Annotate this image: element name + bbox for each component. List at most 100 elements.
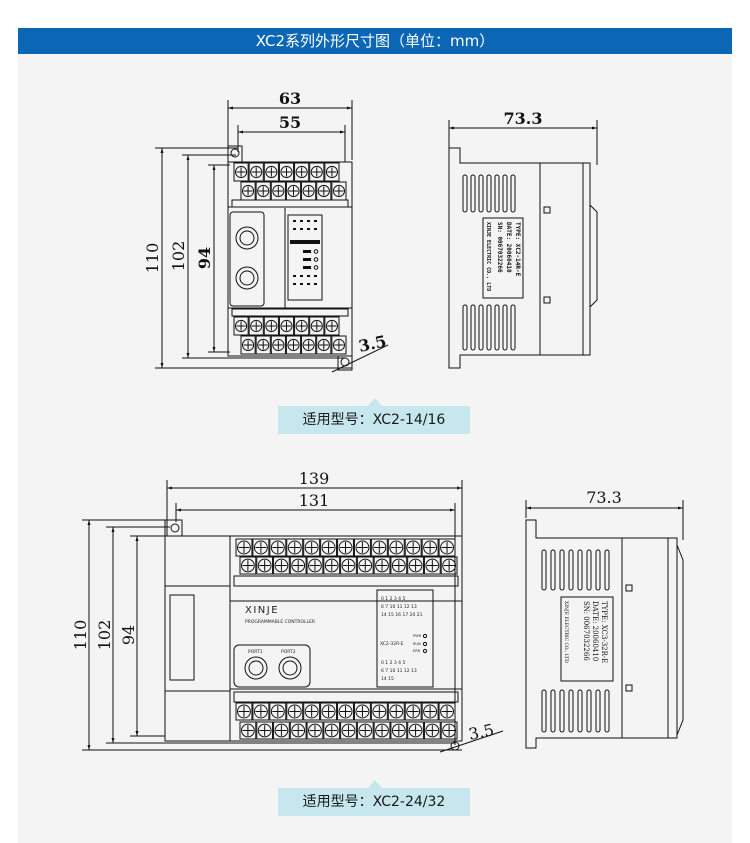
screw-icon [242, 184, 255, 198]
screw-icon [287, 338, 300, 352]
led-panel [287, 214, 323, 301]
vent-slot [502, 304, 508, 351]
terminal-screw [252, 538, 270, 557]
terminal-screw [256, 556, 274, 575]
dim-height-mount: 102 [169, 241, 188, 272]
model-code: XC2-32R-E [380, 641, 404, 647]
screw-icon [355, 704, 370, 719]
terminal-screw [356, 556, 374, 575]
terminal-screw [263, 316, 279, 336]
vent-slot [470, 304, 476, 351]
screw-icon [325, 319, 338, 333]
mounting-hole [230, 148, 240, 158]
vent-slot [577, 689, 583, 733]
vent-slot [478, 174, 484, 213]
vent-slot [559, 549, 565, 591]
led-pwr: PWR [413, 634, 422, 638]
output-led-digits: 6 7 10 11 12 13 [381, 668, 417, 674]
screw-icon [332, 184, 345, 198]
screw-icon [235, 319, 248, 333]
screw-icon [302, 338, 315, 352]
screw-icon [257, 558, 272, 573]
screw-icon [355, 540, 370, 555]
screw-icon [358, 558, 373, 573]
screw-icon [391, 558, 406, 573]
screw-icon [291, 723, 306, 738]
model-code-mark [290, 240, 320, 244]
led-run: RUN [413, 642, 421, 646]
screw-icon [391, 723, 406, 738]
dim-height-body: 94 [119, 625, 138, 645]
screw-icon [237, 704, 251, 719]
led-indicator [293, 228, 296, 230]
nameplate-sn: SN: 0067032266 [582, 601, 590, 661]
screw-icon [304, 540, 319, 555]
screw-icon [442, 723, 457, 738]
terminal-screw [263, 162, 279, 182]
terminal-screw [423, 721, 441, 740]
screw-icon [338, 540, 353, 555]
vent-slot [550, 549, 556, 591]
screw-icon [257, 184, 270, 198]
screw-icon [341, 723, 356, 738]
screw-icon [272, 184, 285, 198]
screw-icon [241, 558, 255, 573]
dim-width-outer: 63 [279, 89, 301, 108]
terminal-screw [340, 556, 357, 575]
dim-width-inner: 55 [279, 113, 301, 132]
led-err: ERR [413, 649, 421, 653]
screw-icon [250, 319, 263, 333]
terminal-screw [252, 702, 270, 721]
terminal-screw [353, 538, 371, 557]
screw-icon [406, 540, 421, 555]
terminal-screw [256, 721, 274, 740]
screw-icon [274, 723, 289, 738]
dim-depth: 73.3 [586, 488, 622, 507]
terminal-screw [303, 702, 321, 721]
vent-slot [510, 304, 516, 351]
screw-icon [425, 723, 440, 738]
terminal-screw [423, 556, 441, 575]
terminal-screw [324, 162, 340, 182]
vent-slot [568, 549, 574, 591]
terminal-label-strip [233, 691, 459, 703]
led-indicator [314, 220, 317, 222]
terminal-screw [353, 702, 371, 721]
screw-icon [389, 704, 404, 719]
vent-slot [586, 549, 592, 591]
vent-slot [595, 689, 601, 733]
model-label-small: 适用型号：XC2-14/16 [278, 398, 470, 434]
vent-slot [494, 304, 500, 351]
dim-hole: 3.5 [357, 332, 388, 356]
screw-icon [270, 540, 285, 555]
led-indicator [300, 220, 303, 222]
terminal-screw [289, 721, 307, 740]
vent-slot [586, 689, 592, 733]
terminal-label-strip [233, 575, 459, 587]
screw-icon [440, 704, 454, 719]
terminal-screw [440, 721, 458, 740]
vent-slot [550, 689, 556, 733]
terminal-screw [239, 721, 257, 740]
terminal-screw [278, 316, 295, 336]
ports-panel [229, 211, 265, 307]
terminal-screw [438, 538, 456, 557]
ports-panel [233, 644, 311, 688]
page-header: XC2系列外形尺寸图（单位：mm） [18, 28, 732, 54]
vent-slot [568, 689, 574, 733]
screw-icon [295, 319, 308, 333]
screw-icon [332, 338, 345, 352]
screw-icon [274, 558, 289, 573]
terminal-screw [233, 316, 249, 336]
screw-icon [425, 558, 440, 573]
screw-icon [358, 723, 373, 738]
screw-icon [372, 540, 387, 555]
screw-icon [295, 165, 308, 179]
screw-icon [408, 723, 423, 738]
terminal-screw [373, 556, 391, 575]
nameplate-sn: SN: 0067032266 [496, 222, 503, 273]
vent-slot [577, 549, 583, 591]
terminal-screw [316, 335, 332, 355]
brand-subtitle: PROGRAMMABLE CONTROLLER [245, 619, 315, 625]
vent-slot [478, 304, 484, 351]
